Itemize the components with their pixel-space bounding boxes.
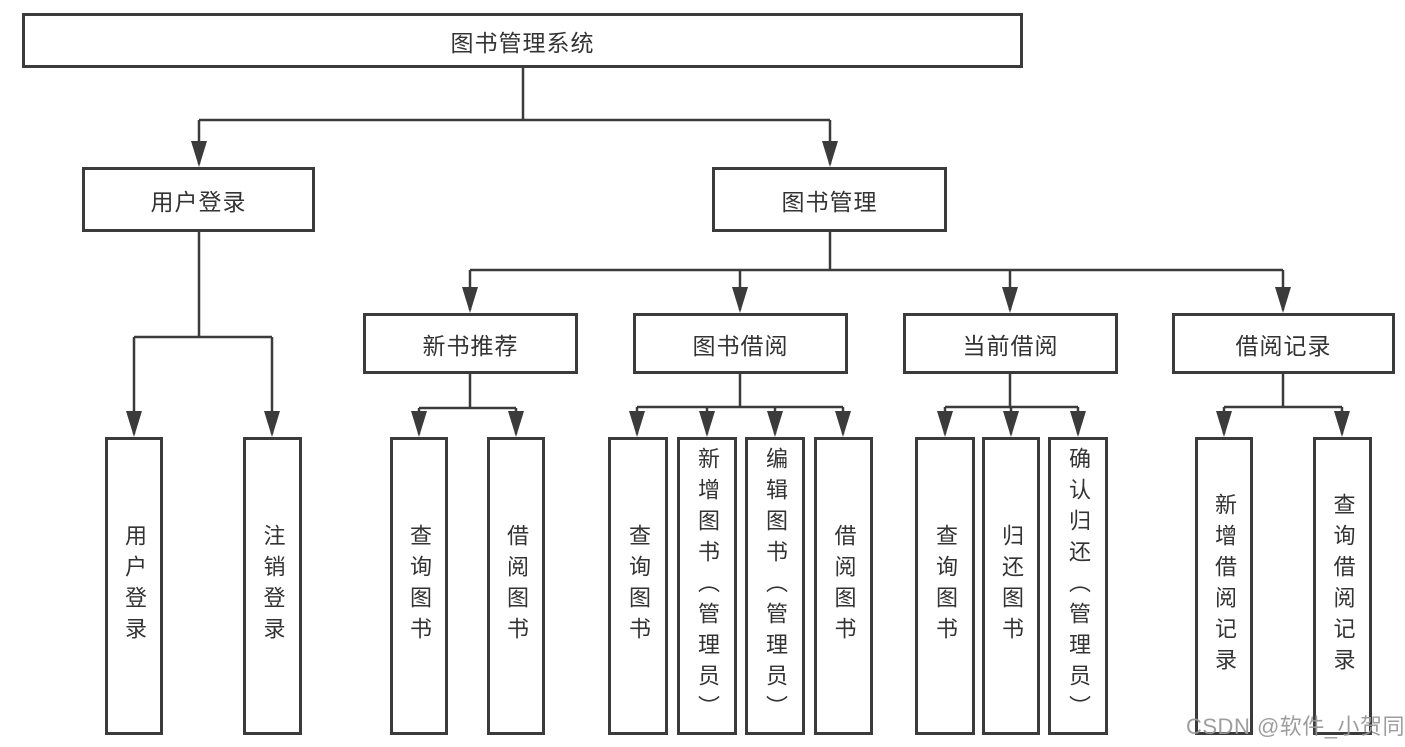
node-new-book-recommend-label: 新书推荐 [422,332,519,359]
arrow-icon [126,411,142,437]
leaf-return-books: 归还图书 [982,437,1040,735]
node-book-management-label: 图书管理 [781,188,878,215]
leaf-query-books-recommend: 查询图书 [390,437,448,735]
node-user-login: 用户登录 [82,167,315,232]
leaf-query-books-current-label: 查询图书 [933,524,958,648]
arrow-icon [629,411,645,437]
leaf-edit-books-admin: 编辑图书（管理员） [745,437,805,735]
arrow-icon [462,287,478,313]
leaf-add-books-admin-label: 新增图书（管理员） [695,446,720,726]
leaf-query-books-borrow: 查询图书 [608,437,668,735]
leaf-user-login-label: 用户登录 [122,524,147,648]
leaf-add-books-admin: 新增图书（管理员） [677,437,737,735]
leaf-query-borrow-record: 查询借阅记录 [1313,437,1372,735]
leaf-borrow-books-borrow: 借阅图书 [814,437,873,735]
leaf-borrow-books-borrow-label: 借阅图书 [831,524,857,648]
node-current-borrow-label: 当前借阅 [962,332,1059,359]
leaf-confirm-return-admin: 确认归还（管理员） [1048,437,1108,735]
leaf-borrow-books-recommend: 借阅图书 [487,437,545,735]
leaf-query-borrow-record-label: 查询借阅记录 [1330,493,1356,679]
node-current-borrow: 当前借阅 [903,313,1118,374]
connector-lines [132,68,1344,434]
arrow-icon [1275,287,1291,313]
arrow-icon [508,411,524,437]
leaf-query-books-borrow-label: 查询图书 [626,524,651,648]
leaf-add-borrow-record-label: 新增借阅记录 [1212,493,1237,679]
node-user-login-label: 用户登录 [150,188,247,215]
arrow-icon [264,411,280,437]
arrowheads [126,141,1350,437]
arrow-icon [835,411,851,437]
leaf-edit-books-admin-label: 编辑图书（管理员） [763,446,788,726]
node-book-borrow-label: 图书借阅 [692,332,789,359]
node-root-label: 图书管理系统 [450,29,595,56]
leaf-user-login: 用户登录 [105,437,163,735]
node-root: 图书管理系统 [22,13,1023,68]
arrow-icon [1002,287,1018,313]
arrow-icon [699,411,715,437]
arrow-icon [191,141,207,167]
arrow-icon [732,287,748,313]
arrow-icon [1216,411,1232,437]
arrow-icon [411,411,427,437]
watermark: CSDN @软件_小贺同学 [1186,714,1405,739]
leaf-query-books-recommend-label: 查询图书 [407,524,432,648]
leaf-borrow-books-recommend-label: 借阅图书 [504,524,529,648]
arrow-icon [1003,411,1019,437]
arrow-icon [767,411,783,437]
leaf-logout-label: 注销登录 [260,524,286,648]
leaf-return-books-label: 归还图书 [999,524,1024,648]
node-new-book-recommend: 新书推荐 [363,313,578,374]
arrow-icon [1070,411,1086,437]
arrow-icon [822,141,838,167]
arrow-icon [937,411,953,437]
leaf-confirm-return-admin-label: 确认归还（管理员） [1066,446,1091,726]
node-book-management: 图书管理 [712,167,947,232]
node-borrow-records-label: 借阅记录 [1235,332,1332,359]
node-book-borrow: 图书借阅 [633,313,848,374]
leaf-logout: 注销登录 [243,437,302,735]
leaf-add-borrow-record: 新增借阅记录 [1195,437,1253,735]
node-borrow-records: 借阅记录 [1172,313,1395,374]
arrow-icon [1334,411,1350,437]
leaf-query-books-current: 查询图书 [915,437,975,735]
